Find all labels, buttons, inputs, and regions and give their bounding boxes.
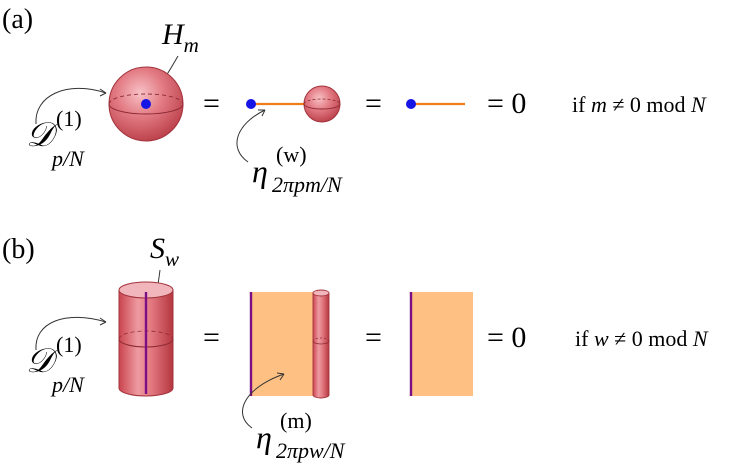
panel-a-label: (a)	[2, 4, 33, 35]
operator-pointer-arrow-b	[35, 316, 107, 351]
defect-label-b: Sw	[150, 232, 179, 271]
eta-subscript-b: 2πpw/N	[276, 438, 346, 463]
operator-subscript-b: p/N	[50, 372, 85, 397]
eta-label-a: η (w) 2πpm/N	[252, 142, 343, 197]
operator-label-a: 𝒟 (1) p/N	[26, 106, 85, 171]
equals-sign-b1: =	[203, 321, 220, 354]
defect-symbol-a: H	[161, 18, 186, 51]
condition-modulus-b: N	[692, 326, 709, 351]
equals-zero-b: = 0	[487, 321, 526, 354]
small-sphere	[303, 85, 341, 123]
panel-b: (b) Sw 𝒟 (1) p/N =	[2, 232, 709, 463]
eta-superscript-b: (m)	[280, 408, 312, 433]
operator-superscript-b: (1)	[56, 332, 82, 357]
cylinder-surface	[118, 281, 174, 397]
operator-subscript-a: p/N	[50, 146, 85, 171]
operator-pointer-arrow-a	[35, 87, 107, 125]
endpoint-dot-a2	[406, 99, 416, 109]
eta-symbol-a: η	[252, 153, 268, 189]
eta-pointer-arrow-a	[236, 109, 266, 163]
endpoint-dot-a1	[246, 99, 256, 109]
operator-superscript-a: (1)	[56, 106, 82, 131]
equals-sign-a1: =	[203, 87, 220, 120]
eta-pointer-arrowhead-b	[276, 372, 285, 381]
operator-pointer-arrowhead-b	[99, 317, 107, 326]
eta-superscript-a: (w)	[276, 142, 307, 167]
defect-label-a: Hm	[161, 18, 199, 57]
defect-subscript-a: m	[184, 33, 199, 57]
thin-cylinder	[312, 289, 330, 399]
condition-b: if w ≠ 0 mod N	[575, 326, 709, 351]
operator-label-b: 𝒟 (1) p/N	[26, 332, 85, 397]
eta-subscript-a: 2πpm/N	[272, 172, 343, 197]
condition-rest-b: ≠ 0 mod	[614, 326, 687, 351]
operator-pointer-arrowhead-a	[99, 88, 107, 97]
condition-prefix-a: if	[572, 92, 586, 117]
condition-prefix-b: if	[575, 326, 589, 351]
equals-sign-a2: =	[365, 87, 382, 120]
eta-pointer-arrowhead-a	[258, 109, 266, 117]
condition-a: if m ≠ 0 mod N	[572, 92, 707, 117]
symmetry-sheet-b2	[410, 292, 473, 396]
symmetry-sheet-b	[250, 292, 318, 396]
equals-zero-a: = 0	[487, 87, 526, 120]
condition-var-b: w	[594, 326, 609, 351]
condition-var-a: m	[591, 92, 607, 117]
eta-pointer-arrow-b	[242, 373, 285, 429]
eta-label-b: η (m) 2πpw/N	[256, 408, 346, 463]
sphere-surface	[108, 66, 184, 142]
condition-modulus-a: N	[690, 92, 707, 117]
defect-symbol-b: S	[150, 232, 165, 265]
defect-subscript-b: w	[165, 247, 179, 271]
eta-symbol-b: η	[256, 419, 272, 455]
condition-rest-a: ≠ 0 mod	[612, 92, 685, 117]
panel-b-label: (b)	[2, 234, 35, 265]
equals-sign-b2: =	[365, 321, 382, 354]
panel-a: (a) Hm 𝒟 (1) p/N =	[2, 4, 707, 197]
point-defect-dot	[141, 99, 151, 109]
